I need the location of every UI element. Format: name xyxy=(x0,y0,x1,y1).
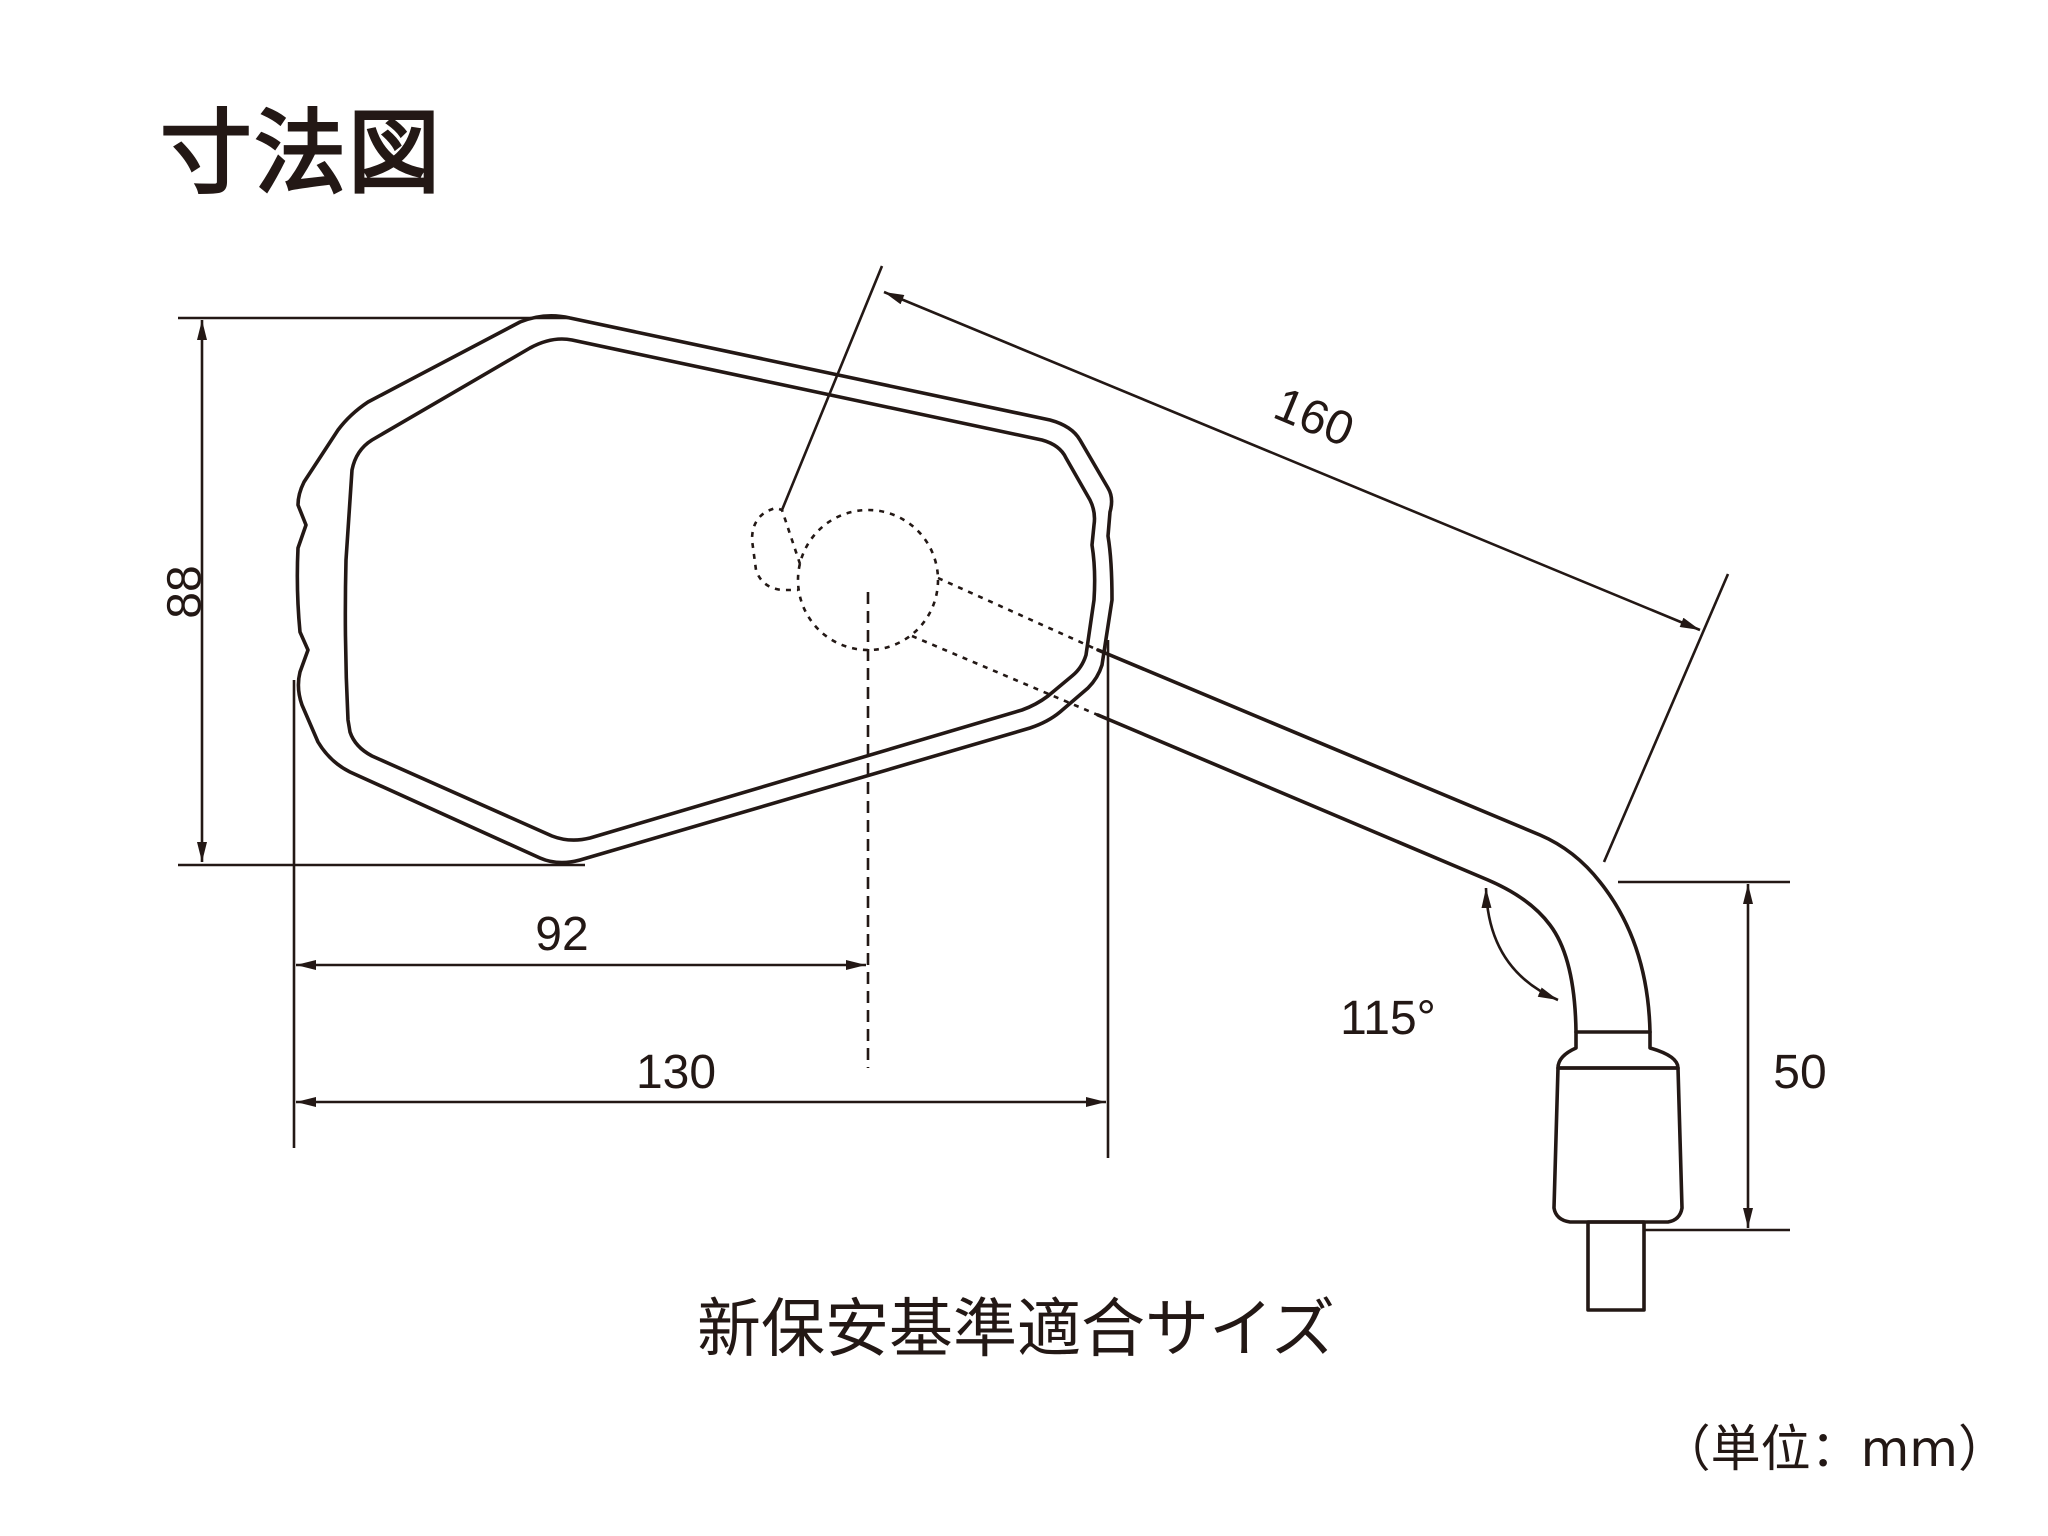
mirror-glass-outline xyxy=(343,337,1097,842)
mirror-stem xyxy=(1096,648,1652,1034)
dim-arc-115 xyxy=(1481,887,1559,1002)
caption: 新保安基準適合サイズ xyxy=(0,1298,2048,1362)
dim-label-92: 92 xyxy=(535,908,588,961)
ball-joint-hidden xyxy=(750,506,1099,1068)
caption-text: 新保安基準適合サイズ xyxy=(696,1293,1336,1367)
dim-label-160: 160 xyxy=(1267,378,1361,458)
dimension-labels: 88 92 130 160 115° 50 xyxy=(159,378,1827,1099)
mirror-housing-outline xyxy=(295,313,1114,865)
extension-lines xyxy=(178,265,1790,1232)
dim-label-88: 88 xyxy=(159,565,212,618)
stem-upper-edge xyxy=(1096,648,1652,1034)
mount-bolt xyxy=(1586,1220,1646,1312)
hidden-stem-line-bottom xyxy=(911,634,1099,717)
mount-body xyxy=(1552,1066,1684,1224)
dim-label-130: 130 xyxy=(636,1046,716,1099)
mount-collar xyxy=(1556,1030,1680,1070)
stem-lower-edge xyxy=(1096,713,1578,1034)
hidden-stem-line-top xyxy=(937,576,1099,652)
dimension-lines xyxy=(197,290,1753,1228)
ext-arm-end xyxy=(1602,573,1730,863)
dim-label-50: 50 xyxy=(1773,1046,1826,1099)
ball-joint-circle xyxy=(796,508,940,652)
unit-note: （単位：mm） xyxy=(1660,1420,2008,1478)
ext-arm-start xyxy=(780,265,884,511)
page-title: 寸法図 xyxy=(160,100,443,207)
ball-joint-stem xyxy=(750,506,802,592)
dim-label-115: 115° xyxy=(1340,992,1436,1045)
dim-line-160 xyxy=(883,290,1701,632)
mount-base xyxy=(1552,1030,1684,1312)
mirror-head xyxy=(295,313,1114,865)
